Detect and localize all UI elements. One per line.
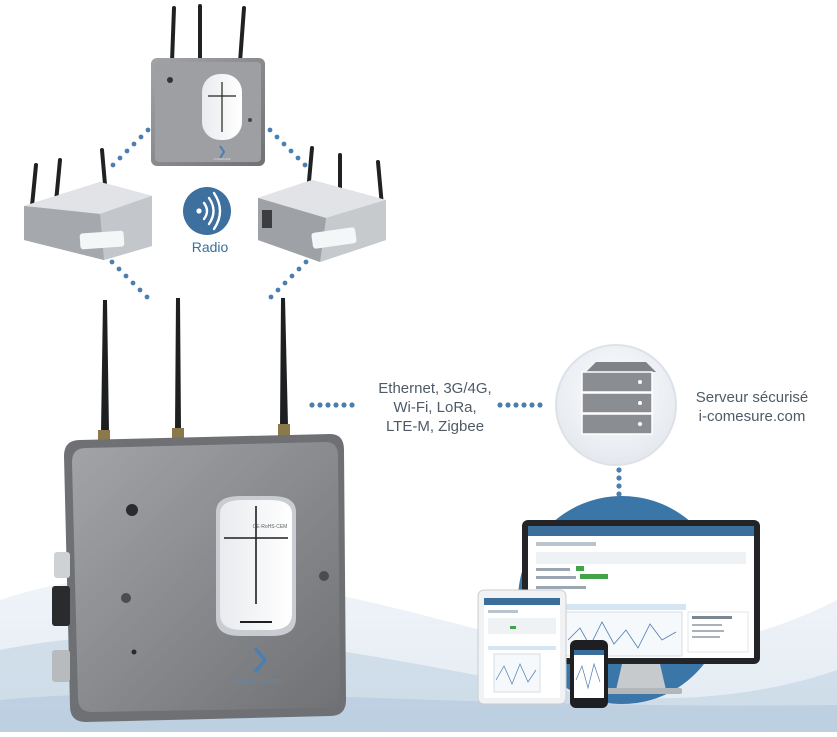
sensor-right — [258, 146, 386, 262]
server-label: Serveur sécurisé i-comesure.com — [695, 389, 809, 425]
brand-large: COMESURE — [234, 679, 282, 686]
connectivity-label: Ethernet, 3G/4G, Wi-Fi, LoRa, LTE-M, Zig… — [378, 380, 492, 435]
radio-label: Radio — [191, 239, 229, 255]
radio-waves-icon — [183, 187, 231, 235]
panel-marking: CE·RoHS·CEM — [253, 524, 288, 530]
brand-small: COMESURE — [213, 157, 230, 161]
sensor-left — [24, 148, 152, 260]
phone — [570, 640, 608, 708]
dotted-connectors — [109, 127, 622, 497]
sensor-top: COMESURE — [151, 4, 265, 166]
main-gateway-device: CE·RoHS·CEM COMESURE — [52, 434, 346, 722]
main-antennas — [98, 298, 290, 442]
server-icon — [555, 344, 677, 466]
tablet — [477, 589, 567, 705]
screens-group — [477, 496, 760, 708]
